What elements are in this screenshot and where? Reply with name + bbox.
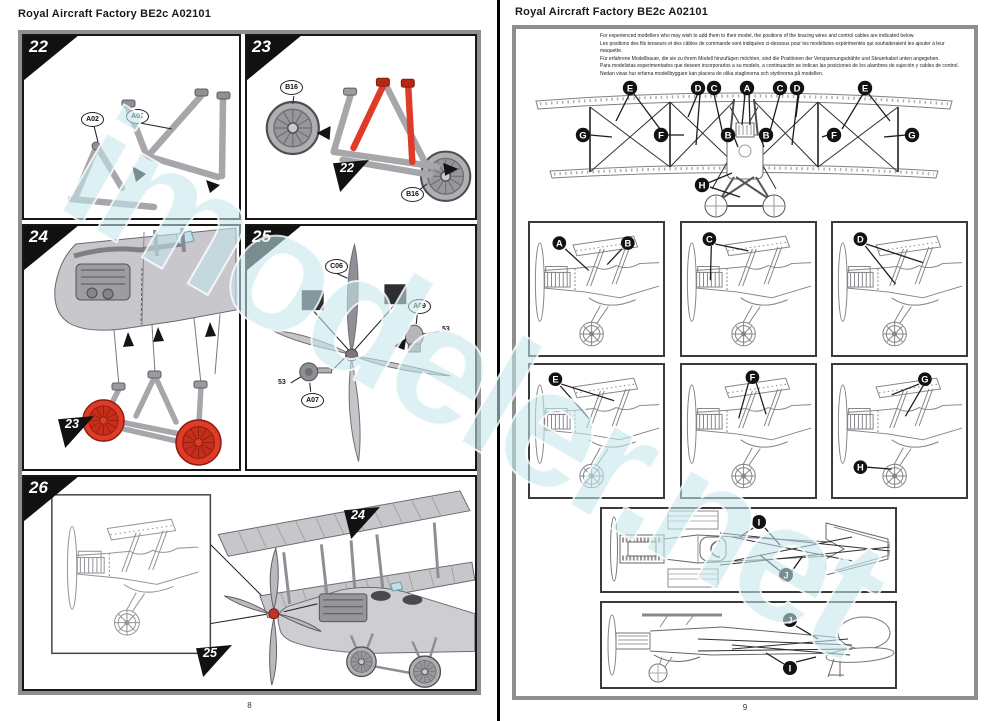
step-ref-number: 25 <box>203 646 217 660</box>
part-label-a09: A09 <box>408 299 431 314</box>
part-label-b16-top: B16 <box>280 80 303 95</box>
part-label-53-left: 53 <box>278 379 286 386</box>
part-label-a02: A02 <box>81 112 104 127</box>
rigging-plan-view-box: I J <box>600 507 897 593</box>
left-page-frame: 22 A02 A01 23 <box>18 30 481 695</box>
left-page-title: Royal Aircraft Factory BE2c A02101 <box>18 8 212 20</box>
rigging-plan-view: I J <box>610 510 891 588</box>
instruction-line-es: Para modelistas experimentados que desee… <box>600 63 959 70</box>
rigging-badge-h: H <box>699 181 706 192</box>
rigging-detail-box-gh: G H <box>831 363 968 499</box>
rigging-badge-f2: F <box>831 131 837 142</box>
part-label-a01: A01 <box>126 109 149 124</box>
detail-badge-c: C <box>706 235 713 245</box>
page-spine-divider <box>497 0 500 721</box>
rigging-side-view: J I <box>607 613 895 683</box>
part-label-b16-bottom: B16 <box>401 187 424 202</box>
instruction-line-en: For experienced modellers who may wish t… <box>600 33 915 39</box>
step-number: 25 <box>252 227 271 246</box>
rigging-badge-e2: E <box>862 84 868 95</box>
plan-badge-j: J <box>783 571 788 582</box>
rigging-detail-box-ab: A B <box>528 221 665 357</box>
part-label-a07: A07 <box>301 393 324 408</box>
rigging-badge-g1: G <box>579 131 586 142</box>
part-label-53-right: 53 <box>442 326 450 333</box>
step-ref-number: 22 <box>340 161 354 175</box>
rigging-badge-c1: C <box>711 84 718 95</box>
rigging-badge-d1: D <box>695 84 702 95</box>
rigging-front-view: E D C A C D E G F B B F G H <box>535 80 953 218</box>
rigging-badge-e1: E <box>627 84 633 95</box>
rigging-badge-a: A <box>744 84 751 95</box>
rigging-badge-b1: B <box>725 131 732 142</box>
step-22-drawing <box>67 88 231 211</box>
step-23-drawing <box>265 77 472 202</box>
detail-badge-g: G <box>921 375 928 385</box>
detail-badge-f: F <box>750 373 756 383</box>
rigging-badge-d2: D <box>794 84 801 95</box>
instruction-line-de: Für erfahrene Modellbauer, die sie zu ih… <box>600 55 940 62</box>
step-number: 26 <box>29 478 48 497</box>
step-number: 22 <box>29 37 48 56</box>
rigging-instructions: For experienced modellers who may wish t… <box>600 33 962 79</box>
detail-badge-b: B <box>624 238 631 248</box>
step-25-drawing <box>271 242 451 462</box>
plan-badge-i: I <box>758 518 761 529</box>
part-label-c06: C06 <box>325 259 348 274</box>
step-panel-24: 24 <box>22 224 241 471</box>
rigging-detail-box-f: F <box>680 363 817 499</box>
rigging-detail-box-d: D <box>831 221 968 357</box>
detail-badge-a: A <box>556 238 563 248</box>
step-number: 24 <box>29 227 48 246</box>
step-ref-number: 23 <box>65 417 79 431</box>
instruction-line-sv: Nedan visas hur erfarna modellbyggare ka… <box>600 70 824 77</box>
detail-badge-d: D <box>857 235 864 245</box>
step-panel-22: 22 A02 A01 <box>22 34 241 220</box>
rigging-detail-box-c: C <box>680 221 817 357</box>
step-number: 23 <box>252 37 271 56</box>
side-badge-j: J <box>787 616 792 627</box>
rigging-badge-f1: F <box>658 131 664 142</box>
right-page-frame: For experienced modellers who may wish t… <box>512 25 978 700</box>
rigging-detail-box-e: E <box>528 363 665 499</box>
step-ref-number: 24 <box>351 508 365 522</box>
rigging-side-view-box: J I <box>600 601 897 689</box>
rigging-badge-b2: B <box>763 131 770 142</box>
side-badge-i: I <box>789 664 792 675</box>
detail-badge-h: H <box>857 463 864 473</box>
step-26-drawing <box>51 490 475 688</box>
right-page-number: 9 <box>742 703 748 712</box>
step-panel-23: 23 B16 B16 22 <box>245 34 477 220</box>
step-panel-25: 25 <box>245 224 477 471</box>
rigging-badge-g2: G <box>908 131 915 142</box>
step-24-drawing <box>54 227 237 466</box>
detail-badge-e: E <box>552 375 558 385</box>
right-page-title: Royal Aircraft Factory BE2c A02101 <box>515 6 709 18</box>
left-page-number: 8 <box>247 701 252 710</box>
rigging-badge-c2: C <box>777 84 784 95</box>
step-panel-26: 26 <box>22 475 477 691</box>
instruction-line-fr: Les positions des fils tenseurs et des c… <box>600 40 945 55</box>
